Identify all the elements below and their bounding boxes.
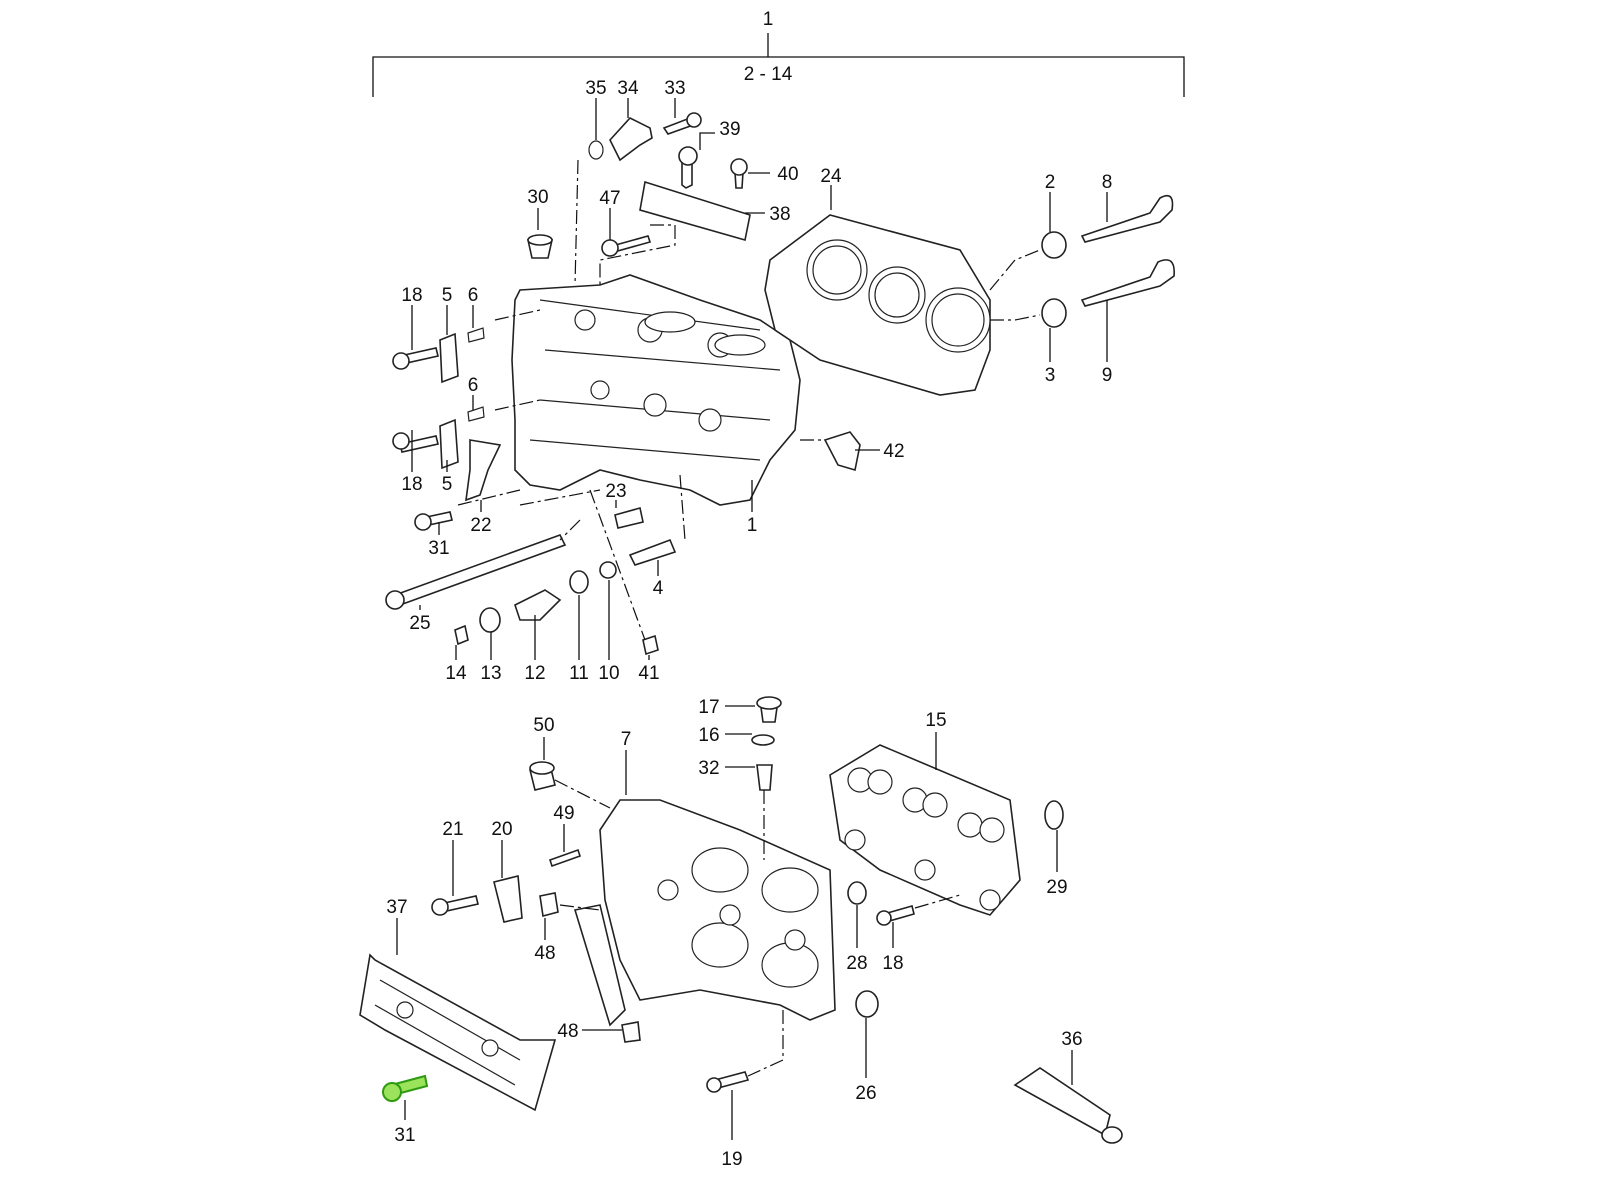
label-3[interactable]: 3 (1045, 365, 1056, 386)
label-18b[interactable]: 18 (401, 474, 422, 495)
label-42[interactable]: 42 (883, 441, 904, 462)
label-2-14[interactable]: 2 - 14 (744, 64, 793, 85)
label-31[interactable]: 31 (428, 538, 449, 559)
label-19[interactable]: 19 (721, 1149, 742, 1170)
group-bracket (372, 33, 1185, 97)
heat-shield[interactable] (359, 953, 557, 1112)
label-30[interactable]: 30 (527, 187, 548, 208)
label-28[interactable]: 28 (846, 953, 867, 974)
label-38[interactable]: 38 (769, 204, 790, 225)
label-13[interactable]: 13 (480, 663, 501, 684)
label-24[interactable]: 24 (820, 166, 842, 187)
label-14[interactable]: 14 (445, 663, 467, 684)
label-9[interactable]: 9 (1102, 365, 1113, 386)
label-11[interactable]: 11 (569, 663, 589, 684)
label-48[interactable]: 48 (534, 943, 555, 964)
label-1[interactable]: 1 (763, 9, 774, 30)
label-34[interactable]: 34 (617, 78, 639, 99)
label-16[interactable]: 16 (698, 725, 719, 746)
label-31b[interactable]: 31 (394, 1125, 415, 1146)
label-40[interactable]: 40 (777, 164, 798, 185)
label-26[interactable]: 26 (855, 1083, 876, 1104)
label-5[interactable]: 5 (442, 285, 453, 306)
label-35[interactable]: 35 (585, 78, 606, 99)
label-49[interactable]: 49 (553, 803, 574, 824)
label-23[interactable]: 23 (605, 481, 626, 502)
small-parts-top[interactable] (527, 112, 861, 472)
small-parts-left[interactable] (385, 327, 677, 656)
label-47[interactable]: 47 (599, 188, 620, 209)
label-20[interactable]: 20 (491, 819, 512, 840)
label-48b[interactable]: 48 (557, 1021, 578, 1042)
label-21[interactable]: 21 (442, 819, 463, 840)
label-36[interactable]: 36 (1061, 1029, 1082, 1050)
intake-manifold[interactable] (829, 744, 1021, 916)
leader-lines (396, 98, 1108, 1140)
label-6b[interactable]: 6 (468, 375, 479, 396)
label-6[interactable]: 6 (468, 285, 479, 306)
highlighted-bolt-31[interactable] (382, 1074, 429, 1102)
cylinder-head[interactable] (511, 274, 801, 506)
label-18c[interactable]: 18 (882, 953, 903, 974)
small-parts-lower[interactable] (431, 696, 1064, 1093)
label-22[interactable]: 22 (470, 515, 491, 536)
sealant-tube[interactable] (1013, 1067, 1123, 1144)
head-gasket[interactable] (764, 214, 991, 396)
label-7[interactable]: 7 (621, 729, 632, 750)
label-15[interactable]: 15 (925, 710, 946, 731)
label-33[interactable]: 33 (664, 78, 685, 99)
label-4[interactable]: 4 (653, 578, 664, 599)
label-8[interactable]: 8 (1102, 172, 1113, 193)
camshaft-housing[interactable] (573, 799, 836, 1027)
label-1b[interactable]: 1 (747, 515, 758, 536)
label-12[interactable]: 12 (524, 663, 545, 684)
label-39[interactable]: 39 (719, 119, 740, 140)
label-2[interactable]: 2 (1045, 172, 1056, 193)
label-37[interactable]: 37 (386, 897, 407, 918)
label-32[interactable]: 32 (698, 758, 719, 779)
label-5b[interactable]: 5 (442, 474, 453, 495)
callout-labels: 1 2 - 14 35 34 33 39 40 24 2 8 30 47 38 … (386, 9, 1112, 1170)
label-29[interactable]: 29 (1046, 877, 1067, 898)
label-18[interactable]: 18 (401, 285, 422, 306)
label-50[interactable]: 50 (533, 715, 554, 736)
valves[interactable] (1041, 194, 1175, 328)
label-10[interactable]: 10 (598, 663, 619, 684)
label-25[interactable]: 25 (409, 613, 430, 634)
label-41[interactable]: 41 (638, 663, 659, 684)
label-17[interactable]: 17 (698, 697, 719, 718)
